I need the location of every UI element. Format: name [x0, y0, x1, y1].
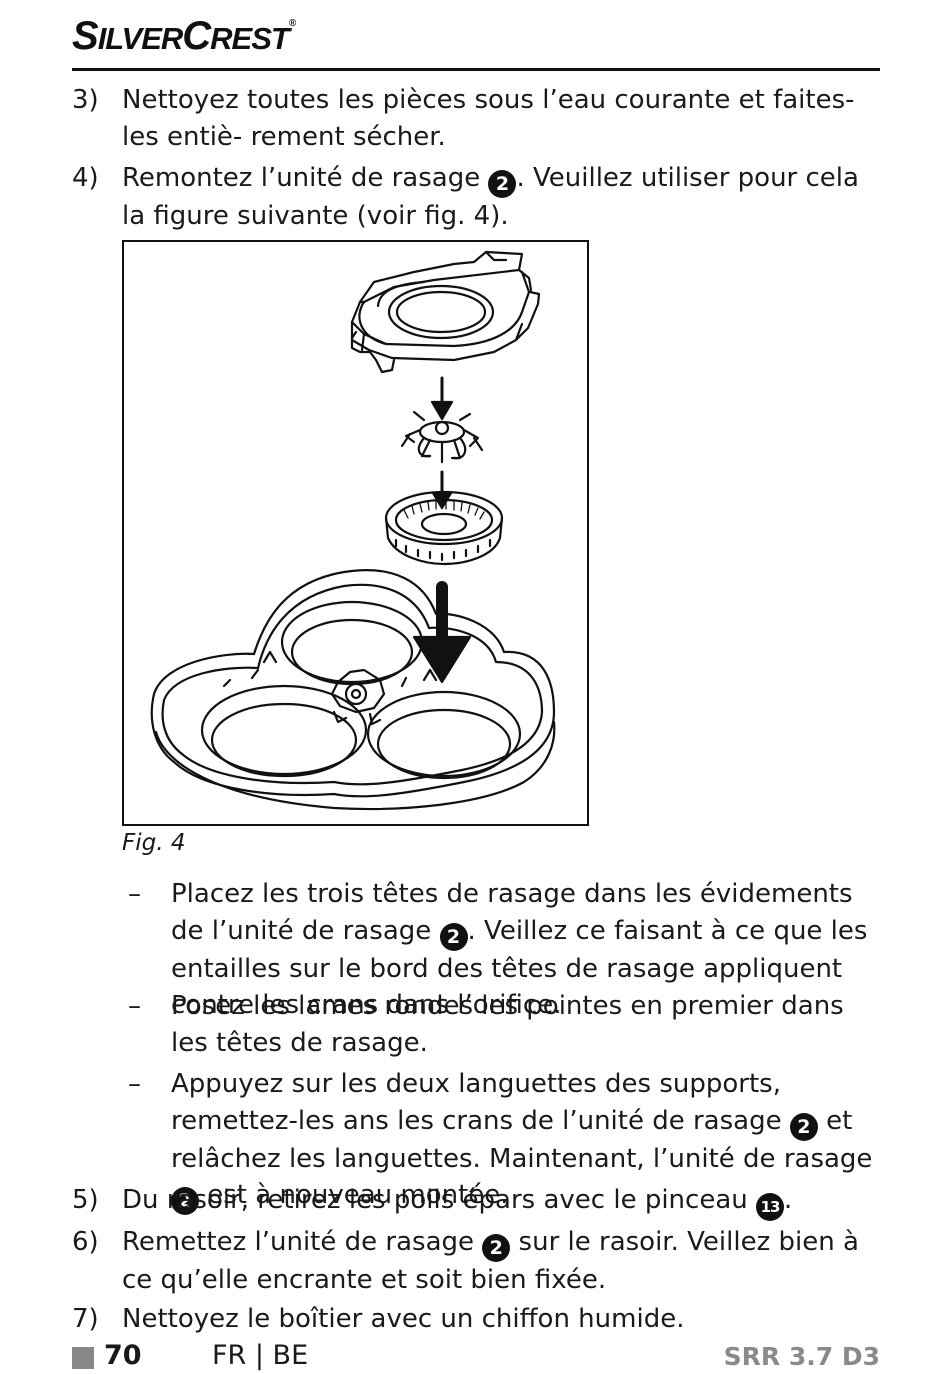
assembly-figure	[122, 240, 589, 826]
footer-square-marker	[72, 1347, 94, 1369]
page-number: 70	[104, 1340, 142, 1371]
model-number: SRR 3.7 D3	[723, 1342, 880, 1371]
substep-place-heads: – Placez les trois têtes de rasage dans …	[128, 879, 868, 1020]
reference-number-badge: 2	[789, 1112, 818, 1141]
step-5: 5) Du rasoir, retirez les poils épars av…	[72, 1182, 882, 1221]
language-label: FR | BE	[212, 1340, 309, 1371]
step-6: 6) Remettez l’unité de rasage 2 sur le r…	[72, 1227, 859, 1295]
reference-number-badge: 2	[488, 170, 517, 198]
substep-blades: – Posez les lames rondes les pointes en …	[128, 991, 844, 1058]
reference-number-badge: 2	[482, 1234, 511, 1262]
shaving-unit-assembly-illustration	[150, 250, 556, 811]
substep-tabs: – Appuyez sur les deux languettes des su…	[128, 1066, 880, 1215]
step-4: 4) Remontez l’unité de rasage 2. Veuille…	[72, 163, 859, 231]
step-3: 3) Nettoyez toutes les pièces sous l’eau…	[72, 85, 855, 152]
silvercrest-logo: SILVERCREST®	[72, 14, 296, 58]
figure-caption: Fig. 4	[122, 830, 186, 856]
reference-number-badge: 13	[756, 1193, 785, 1221]
step-7: 7) Nettoyez le boîtier avec un chiffon h…	[72, 1304, 685, 1334]
reference-number-badge: 2	[439, 922, 468, 951]
header-rule	[72, 68, 880, 71]
page-footer: 70 FR | BE SRR 3.7 D3	[72, 1340, 880, 1374]
reference-number-badge: 2	[171, 1187, 199, 1215]
